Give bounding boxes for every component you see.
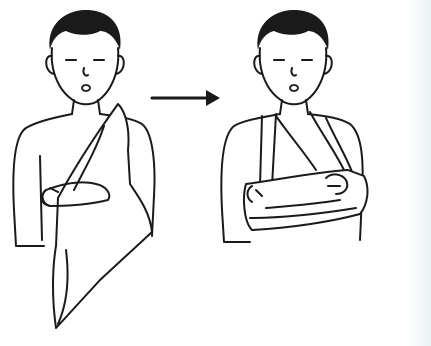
panel-after <box>221 10 367 242</box>
child-mouth-2 <box>290 85 298 91</box>
sling-chest-fold <box>276 116 316 170</box>
child-mouth <box>82 85 90 91</box>
triangular-bandage <box>53 104 152 328</box>
child-nose-2 <box>291 68 296 76</box>
child-nose <box>83 68 88 76</box>
right-arrow-icon <box>152 90 220 106</box>
panel-before <box>13 10 154 328</box>
sling-strap-left <box>260 114 276 186</box>
child-hair-2 <box>257 10 328 50</box>
edge-tint <box>407 0 431 346</box>
child-hair <box>49 10 120 50</box>
child-hand <box>42 188 58 206</box>
arm-sling <box>244 170 367 230</box>
